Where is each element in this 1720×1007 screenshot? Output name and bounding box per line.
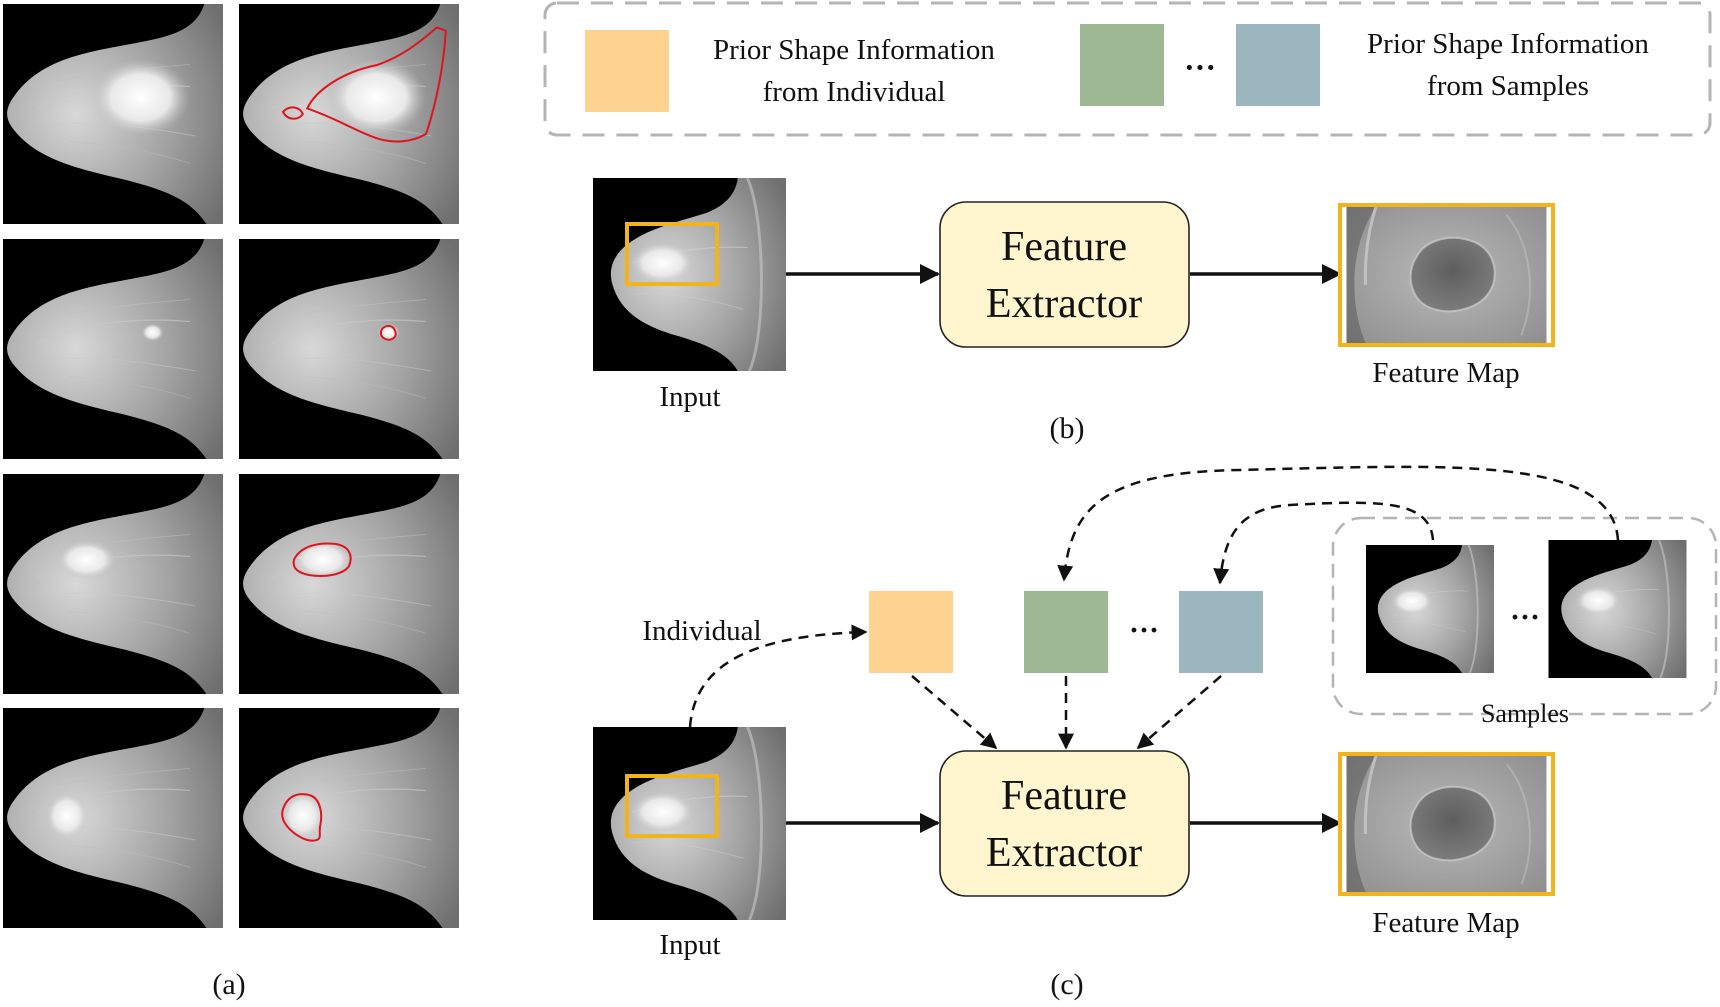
panel-a-image-grid (3, 3, 459, 929)
mammogram-original-1 (3, 3, 223, 225)
tumor-contour-1 (283, 27, 446, 141)
arrow-input-to-individual-square (688, 624, 868, 728)
panel-c-ellipsis: ··· (1129, 614, 1159, 647)
arrow-sample-square2-to-extractor (1136, 675, 1222, 750)
panel-c: ··· Samples ··· Individual Input Feature… (593, 465, 1718, 1001)
panel-b-extractor-line1: Feature (1001, 224, 1127, 270)
lesion-1-1 (91, 58, 190, 137)
mammogram-original-4 (3, 707, 223, 929)
panel-b-input-image (593, 178, 786, 371)
panel-c-roi-box (625, 774, 719, 838)
samples-label: Samples (1481, 699, 1569, 728)
panel-b-roi-box (625, 222, 719, 286)
panel-b-extractor-line2: Extractor (986, 281, 1142, 327)
panel-c-output-label: Feature Map (1372, 907, 1519, 939)
legend-individual-square (585, 30, 669, 112)
mammogram-segmented-2 (239, 238, 459, 460)
legend-ellipsis: ··· (1184, 49, 1216, 85)
panel-c-feature-map-border (1338, 752, 1555, 896)
legend-sample-square-1 (1080, 24, 1164, 106)
panel-c-feature-extractor (939, 750, 1190, 897)
mammogram-original-3 (3, 473, 223, 695)
prior-individual-square (869, 591, 953, 673)
legend-samples-label-line2: from Samples (1427, 70, 1589, 102)
panel-c-input-image (593, 727, 786, 920)
panel-c-feature-map (1338, 752, 1555, 896)
mammogram-segmented-1 (239, 3, 459, 225)
panel-b-caption: (b) (1050, 412, 1085, 445)
lesion-4-1 (44, 791, 89, 841)
mammogram-segmented-4 (239, 707, 459, 929)
panel-b-feature-map (1338, 203, 1555, 347)
lesion-4-2 (280, 791, 325, 841)
panel-c-caption: (c) (1050, 968, 1083, 1001)
mammogram-segmented-3 (239, 473, 459, 695)
panel-b: Input Feature Extractor Feature Map (b) (593, 178, 1555, 445)
lesion-3-1 (55, 539, 118, 580)
sample-image-1 (1366, 543, 1494, 675)
legend-individual-label-line2: from Individual (763, 76, 946, 108)
panel-b-feature-map-border (1338, 203, 1555, 347)
arrow-sample2-to-square1 (1057, 465, 1620, 582)
sample-image-2 (1548, 540, 1687, 678)
legend-border (543, 1, 1712, 137)
lesion-3-2 (291, 539, 354, 580)
panel-c-extractor-line1: Feature (1001, 773, 1127, 819)
legend: Prior Shape Information from Individual … (543, 1, 1712, 137)
tumor-contour-2 (381, 326, 396, 340)
mammogram-original-2 (3, 238, 223, 460)
legend-individual-label-line1: Prior Shape Information (713, 34, 995, 66)
tumor-contour-3 (294, 543, 351, 575)
panel-a-caption: (a) (212, 968, 245, 1001)
panel-c-extractor-line2: Extractor (986, 830, 1142, 876)
panel-b-input-label: Input (659, 381, 720, 413)
panel-a: (a) (3, 3, 459, 1001)
individual-label: Individual (642, 615, 761, 647)
samples-ellipsis: ··· (1510, 601, 1540, 634)
tumor-contour-4 (282, 794, 321, 841)
lesion-2-1 (141, 323, 164, 342)
prior-sample-square-1 (1024, 591, 1108, 673)
panel-b-feature-extractor (939, 201, 1190, 348)
panel-c-input-label: Input (659, 929, 720, 961)
panel-b-output-label: Feature Map (1372, 357, 1519, 389)
legend-sample-square-2 (1236, 24, 1320, 106)
prior-sample-square-2 (1179, 591, 1263, 673)
arrow-individual-square-to-extractor (911, 675, 998, 750)
samples-group-border (1331, 516, 1718, 716)
arrow-sample1-to-square2 (1213, 501, 1435, 585)
legend-samples-label-line1: Prior Shape Information (1367, 28, 1649, 60)
lesion-1-2 (327, 58, 426, 137)
